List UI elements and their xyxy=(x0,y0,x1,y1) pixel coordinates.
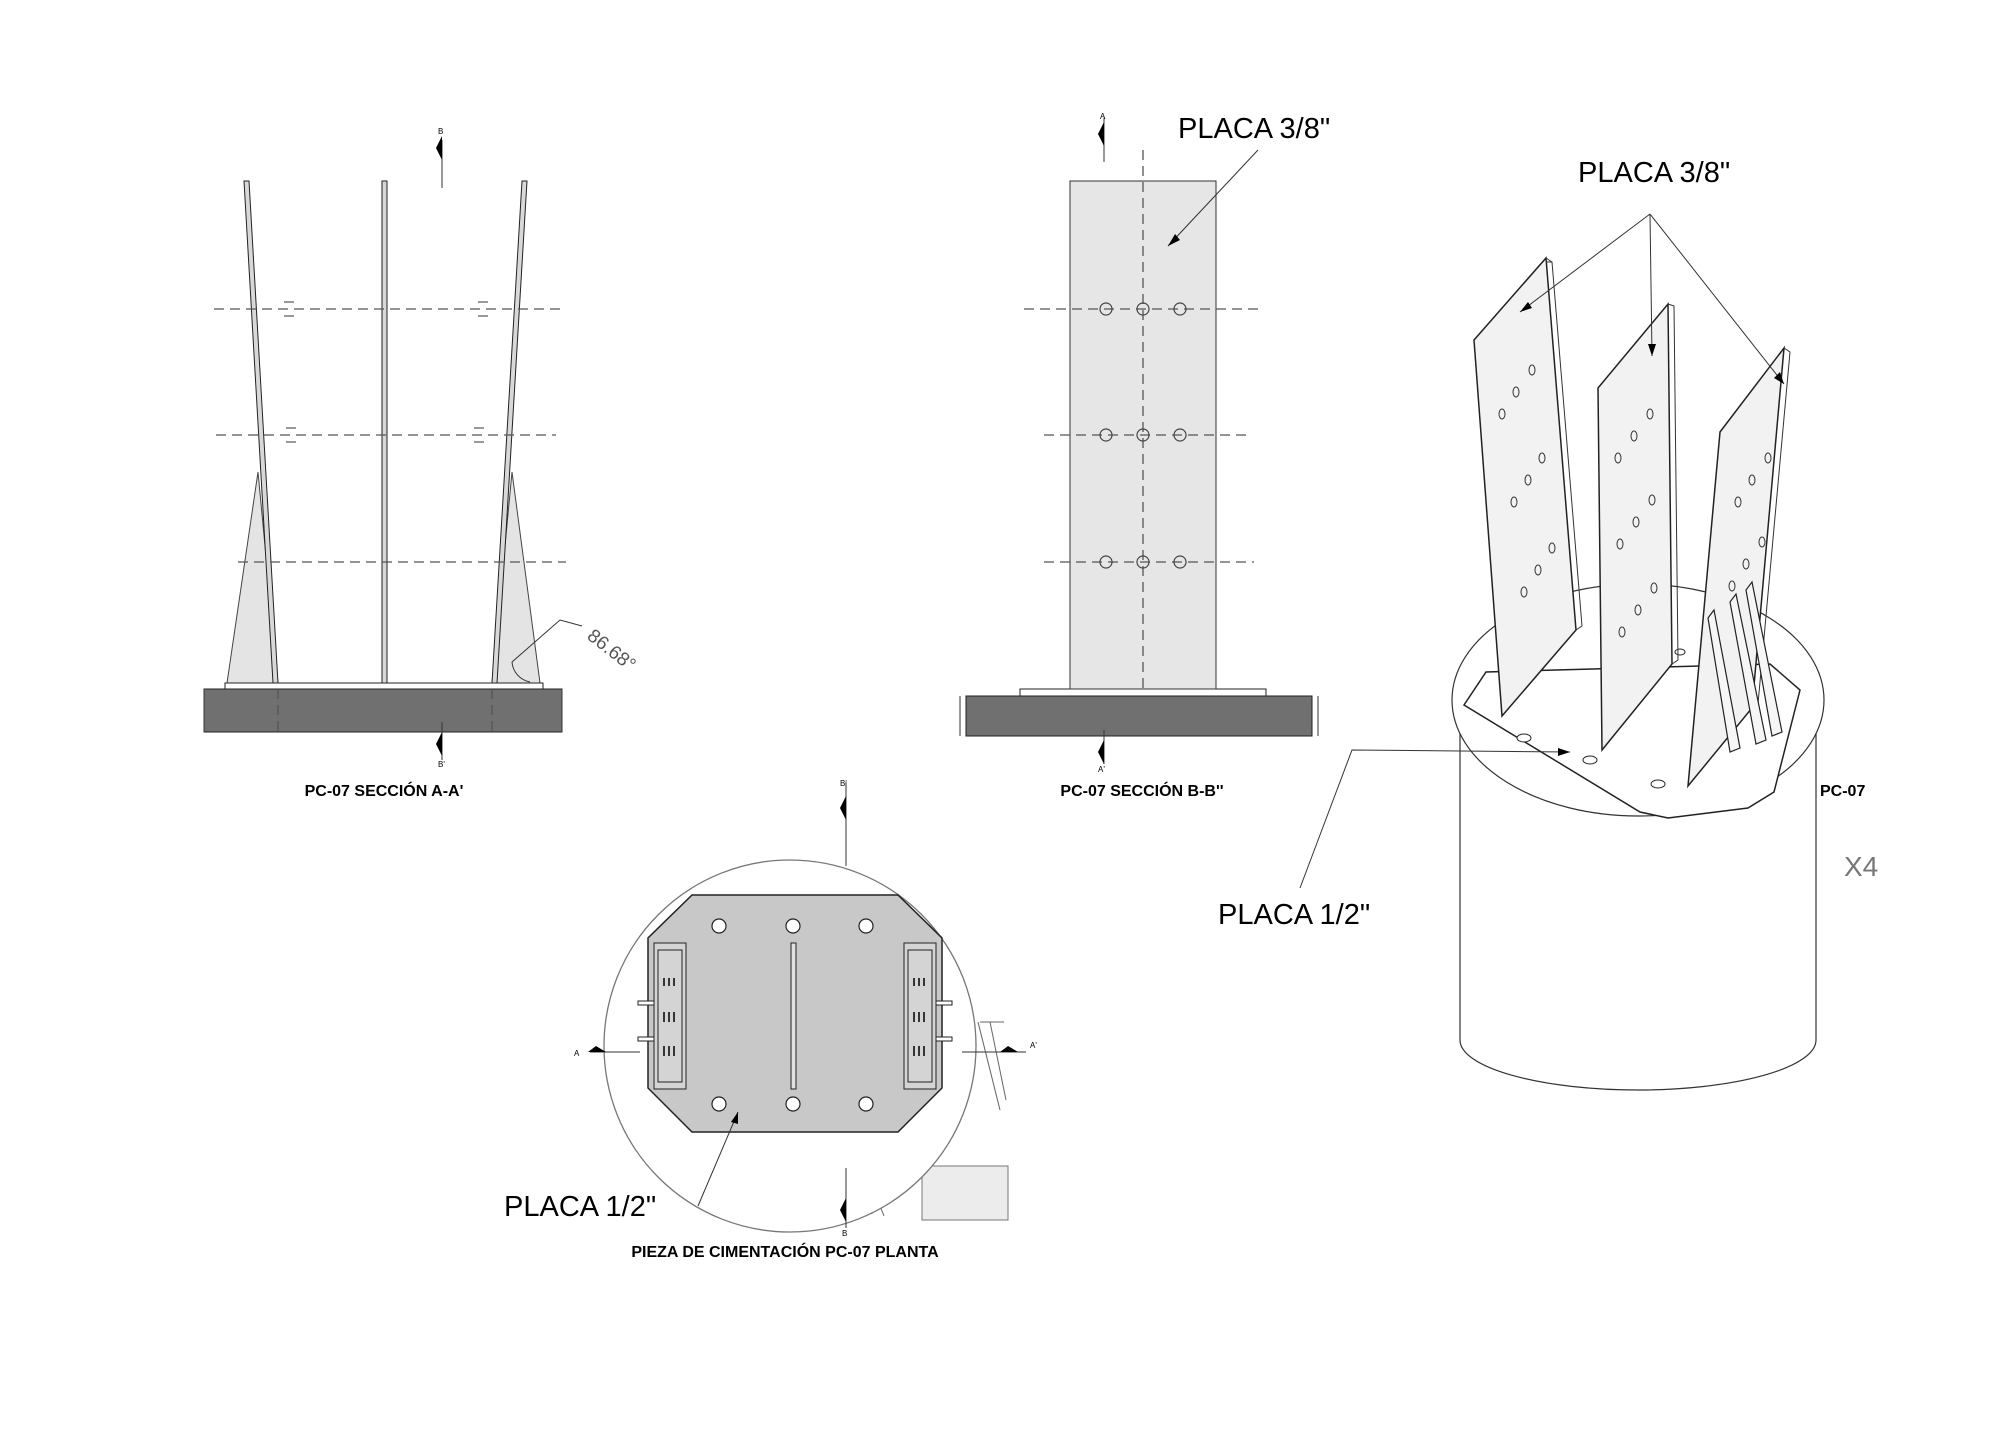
section-marker-a-top-icon xyxy=(1098,122,1104,146)
isometric-view: PLACA 3/8" PLACA 1/2" PC-07 X4 xyxy=(1218,157,1878,1091)
plate-12-iso-label: PLACA 1/2" xyxy=(1218,899,1370,931)
section-marker-b-top-icon xyxy=(436,136,442,160)
anchor-hole xyxy=(785,918,801,934)
center-plate-aa xyxy=(381,180,388,684)
anchor-hole xyxy=(711,1096,727,1112)
footing-bb xyxy=(965,695,1313,737)
bolt-hole xyxy=(1099,428,1113,442)
center-plate-plan xyxy=(790,942,797,1090)
footing-aa xyxy=(203,688,563,733)
right-inclined-plate xyxy=(491,180,528,684)
section-marker-b-bottom-icon xyxy=(436,732,442,756)
section-marker-a-bottom-icon xyxy=(1098,740,1104,764)
right-channel-plan xyxy=(903,942,953,1090)
anchor-hole-iso xyxy=(1674,648,1686,656)
anchor-hole xyxy=(858,918,874,934)
anchor-hole xyxy=(711,918,727,934)
section-aa-title: PC-07 SECCIÓN A-A' xyxy=(305,781,464,800)
plan-marker-b-top: B' xyxy=(840,779,847,788)
plan-marker-b-top-icon xyxy=(840,796,846,820)
bolt-hole xyxy=(1099,302,1113,316)
plan-marker-a-right-icon xyxy=(1000,1046,1018,1052)
section-aa-view: 86.68° B B' PC-07 SECCIÓN A-A' xyxy=(203,127,639,800)
plate-12-plan-label: PLACA 1/2" xyxy=(504,1191,656,1223)
anchor-hole-iso xyxy=(1650,779,1666,789)
section-marker-a-bottom: A' xyxy=(1098,765,1105,774)
section-marker-b-bottom: B' xyxy=(438,760,445,769)
plan-view: PLACA 1/2" B' B A A' PIEZA DE CIMENTACIÓ… xyxy=(504,779,1037,1261)
bolt-hole xyxy=(1136,555,1150,569)
bolt-hole xyxy=(1173,555,1187,569)
plan-marker-b-bottom-icon xyxy=(840,1198,846,1222)
bolt-hole xyxy=(1136,302,1150,316)
angle-arc xyxy=(511,661,531,683)
anchor-hole-iso xyxy=(1516,733,1532,743)
anchor-hole xyxy=(785,1096,801,1112)
plan-marker-a-left: A xyxy=(574,1049,580,1058)
section-bb-title: PC-07 SECCIÓN B-B'' xyxy=(1060,781,1223,800)
anchor-hole xyxy=(858,1096,874,1112)
plate-38-front-label: PLACA 3/8" xyxy=(1178,113,1330,145)
plan-marker-a-left-icon xyxy=(588,1046,606,1052)
base-plate-bb xyxy=(1019,688,1267,697)
plan-marker-a-right: A' xyxy=(1030,1041,1037,1050)
plate-38-iso-label: PLACA 3/8" xyxy=(1578,157,1730,189)
bolt-hole xyxy=(1099,555,1113,569)
iso-title: PC-07 xyxy=(1820,783,1865,800)
plan-title: PIEZA DE CIMENTACIÓN PC-07 PLANTA xyxy=(631,1242,939,1261)
base-plate-aa xyxy=(224,682,544,690)
plan-marker-b-bottom: B xyxy=(842,1229,847,1238)
quantity-label: X4 xyxy=(1844,851,1878,882)
bolt-hole xyxy=(1173,302,1187,316)
angle-label: 86.68° xyxy=(583,625,639,676)
section-bb-view: PLACA 3/8" A A' PC-07 SECCIÓN B-B'' xyxy=(959,112,1330,800)
anchor-hole-iso xyxy=(1582,755,1598,765)
section-marker-a-top: A xyxy=(1100,112,1106,121)
left-channel-plan xyxy=(637,942,687,1090)
section-marker-b-top: B xyxy=(438,127,443,136)
bolt-hole xyxy=(1136,428,1150,442)
left-inclined-plate xyxy=(243,180,279,684)
bolt-hole xyxy=(1173,428,1187,442)
